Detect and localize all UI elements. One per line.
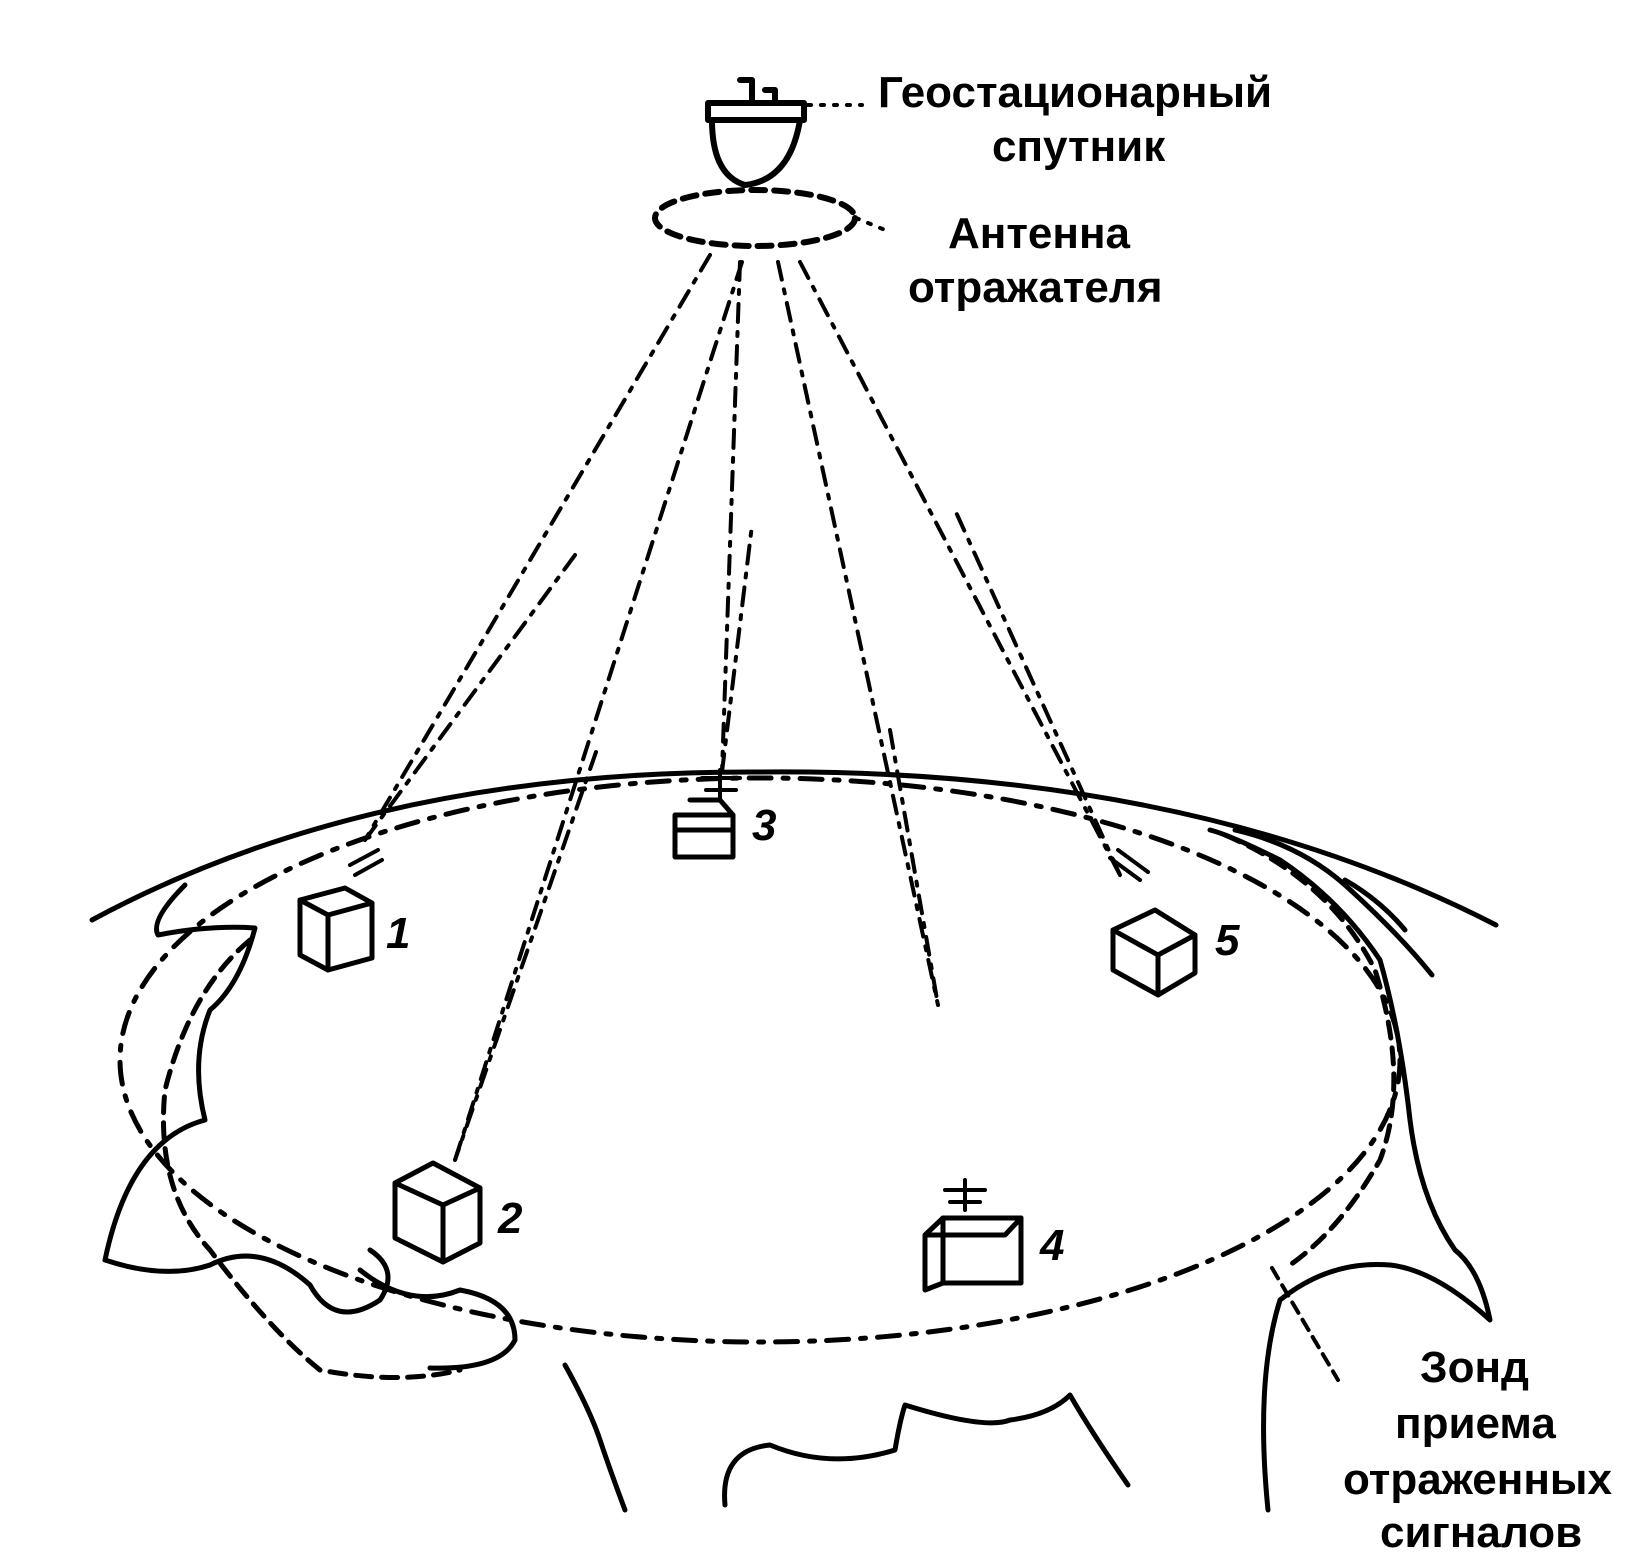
station-2-icon [392,1160,483,1265]
station-number-4: 4 [1039,1221,1064,1270]
station-3-icon [672,797,736,860]
station-antenna-marks [348,768,1150,1212]
reflector-antenna [652,187,858,249]
station-1-icon [297,885,375,973]
station-number-1: 1 [386,909,410,958]
probe-label-line-3: отраженных [1343,1455,1612,1504]
antenna-label-line-2: отражателя [908,263,1163,312]
station-number-2: 2 [497,1194,523,1243]
satellite-icon [705,77,807,188]
station-5-icon [1110,907,1198,998]
station-4-icon [922,1215,1024,1293]
label-leaders [806,103,887,232]
coverage-zone [117,775,1403,1345]
antenna-label: Антенна отражателя [908,209,1163,312]
station-number-3: 3 [752,801,776,850]
satellite-label: Геостационарный спутник [878,68,1272,171]
antenna-label-line-1: Антенна [948,209,1131,258]
probe-label-line-1: Зонд [1420,1343,1529,1392]
land-outline [102,827,1493,1513]
probe-leader [1270,1266,1340,1382]
station-numbers: 1 2 3 4 5 [386,801,1240,1270]
horizon-line [89,769,1499,928]
return-beam-lines [363,508,1122,1162]
shoreline-dashed [160,832,1397,1380]
station-number-5: 5 [1215,916,1240,965]
probe-label-line-2: приема [1395,1399,1556,1448]
beam-lines [363,253,1122,1162]
satellite-label-line-1: Геостационарный [878,68,1272,117]
probe-label-line-4: сигналов [1380,1508,1582,1557]
satellite-label-line-2: спутник [992,122,1166,171]
probe-label: Зонд приема отраженных сигналов [1343,1343,1612,1557]
